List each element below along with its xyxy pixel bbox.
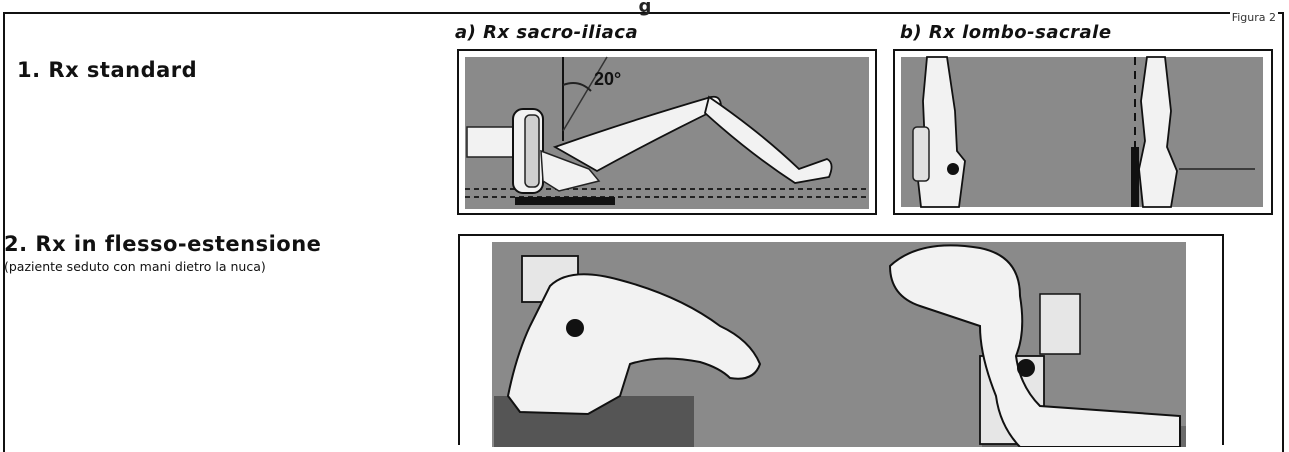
angle-label: 20° [594, 69, 621, 89]
panel-lumbosacral-image [893, 49, 1273, 215]
panel-a-title: a) Rx sacro-iliaca [455, 22, 638, 43]
detector-left [913, 127, 929, 181]
lumbosacral-illustration [895, 51, 1271, 213]
panel-flexion-extension-image [458, 234, 1224, 445]
panel-b-title: b) Rx lombo-sacrale [900, 22, 1112, 43]
section-1-heading: 1. Rx standard [17, 58, 197, 82]
section-2-subheading: (paziente seduto con mani dietro la nuca… [4, 259, 266, 274]
flexion-extension-illustration [460, 236, 1222, 447]
cut-off-title: g [545, 2, 745, 16]
xray-plate [515, 197, 615, 205]
figure-label: Figura 2 [1230, 12, 1278, 24]
section-2-heading: 2. Rx in flesso-estensione [4, 232, 321, 256]
center-point-right [1017, 359, 1035, 377]
detector-right [1131, 147, 1139, 207]
center-point-left [566, 319, 584, 337]
center-point-left [947, 163, 959, 175]
panel-sacroiliac-image: 20° [457, 49, 877, 215]
sacroiliac-illustration: 20° [459, 51, 875, 213]
